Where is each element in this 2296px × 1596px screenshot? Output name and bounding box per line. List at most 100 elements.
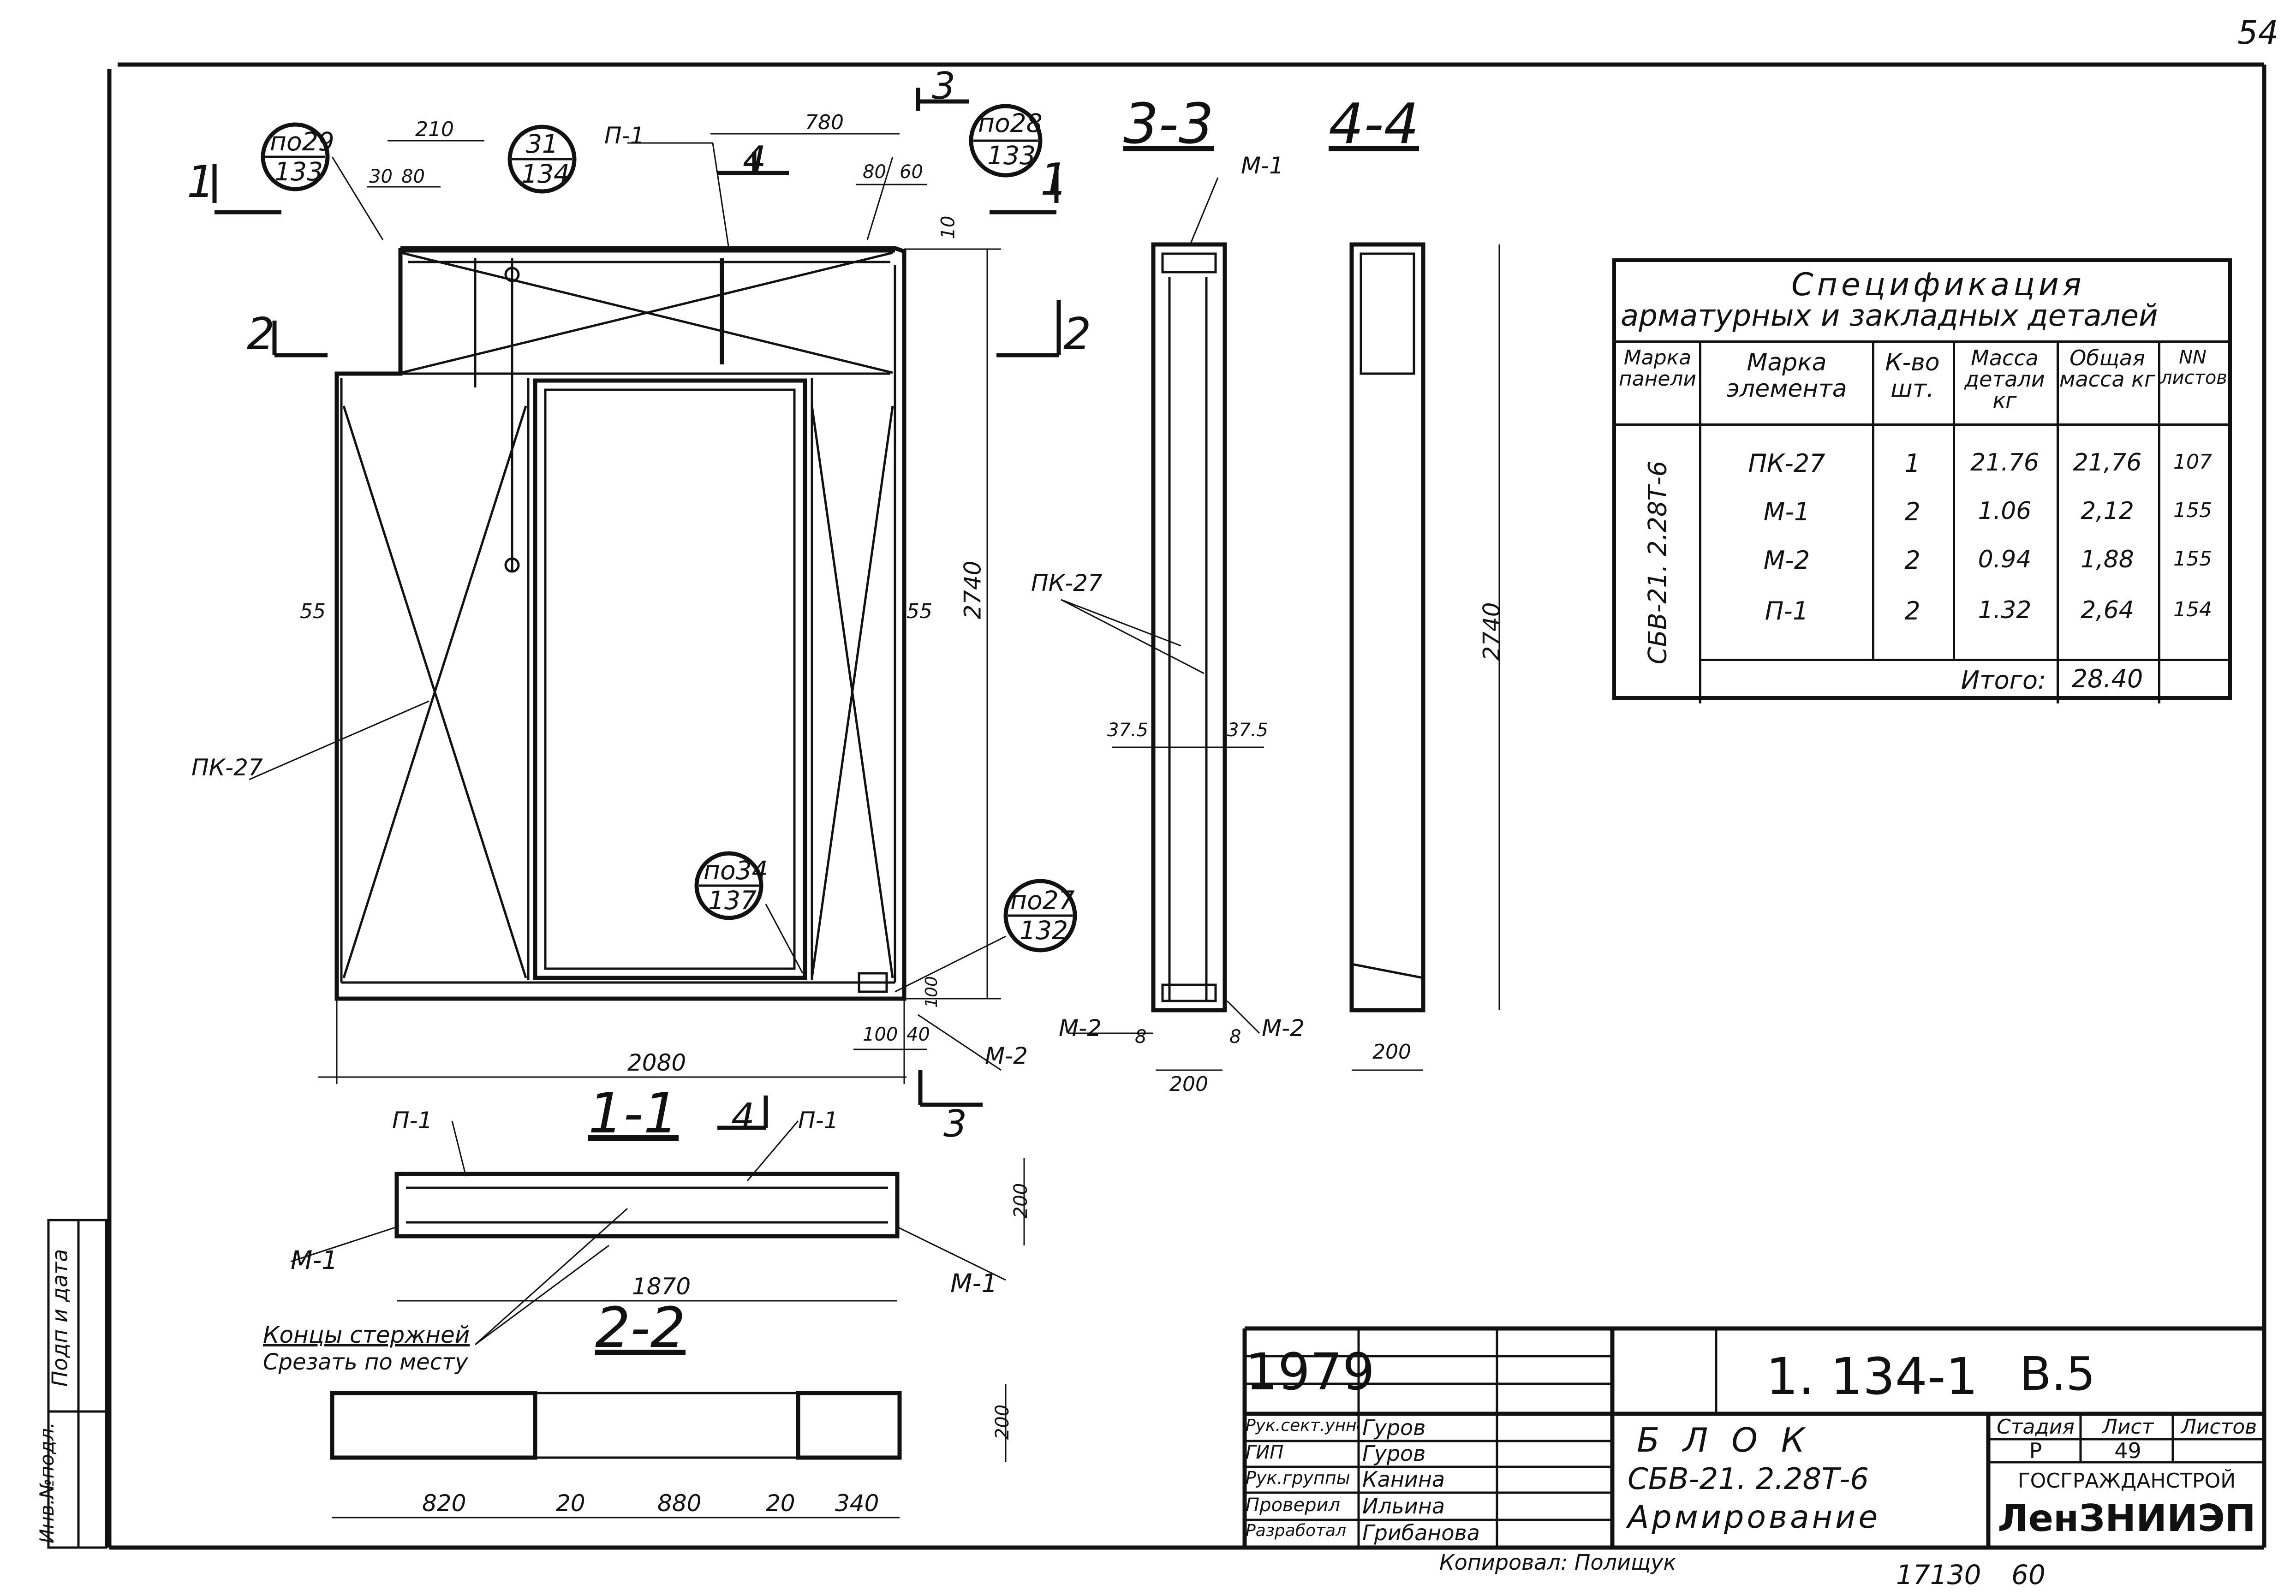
stamp-inv-no: Инв.№подл.	[36, 1422, 59, 1544]
label-m2-elevation: М-2	[985, 1042, 1028, 1069]
dim-37-5-left: 37.5	[1107, 720, 1149, 741]
spec-row-4-element: П-1	[1765, 596, 1809, 625]
dim-210: 210	[415, 118, 454, 141]
dim-10: 10	[937, 215, 959, 239]
role-5: Разработал	[1246, 1521, 1347, 1540]
section-1-1	[290, 1120, 1025, 1346]
section-mark-2-left: 2	[247, 309, 275, 360]
binding-stamp	[47, 1219, 107, 1549]
callout-34-top: по34	[704, 856, 768, 885]
dim-20-right: 20	[766, 1490, 795, 1517]
dim-60: 60	[900, 161, 923, 183]
section-mark-4-top: 4	[743, 138, 766, 181]
sheet-label: Лист	[2102, 1415, 2154, 1439]
front-elevation	[212, 88, 1061, 1130]
label-p1-section-right: П-1	[798, 1107, 839, 1134]
label-p1-section-left: П-1	[392, 1107, 433, 1134]
doc-title-2: СБВ-21. 2.28Т-6	[1628, 1462, 1869, 1496]
sheet-frame	[107, 62, 2266, 1550]
spec-row-2-total: 2,12	[2081, 497, 2134, 525]
spec-row-1-element: ПК-27	[1748, 449, 1825, 478]
section-4-4	[1349, 242, 1500, 1071]
sheets-label: Листов	[2181, 1415, 2257, 1439]
title-year: 1979	[1246, 1342, 1375, 1401]
spec-header-qty: К-во шт.	[1885, 349, 1940, 403]
dim-820: 820	[422, 1490, 466, 1517]
spec-row-2-mass: 1.06	[1978, 497, 2032, 525]
name-1: Гуров	[1362, 1415, 1426, 1440]
callout-28-bottom: 133	[987, 141, 1036, 170]
callout-circles	[261, 104, 1077, 953]
dim-340: 340	[835, 1490, 879, 1517]
dim-880: 880	[657, 1490, 702, 1517]
section-mark-3-top: 3	[932, 65, 955, 107]
label-m2-right: М-2	[1262, 1015, 1305, 1042]
specification-table: Спецификация арматурных и закладных дета…	[1612, 258, 2232, 703]
org-2: ЛенЗНИИЭП	[1998, 1497, 2256, 1540]
label-pk27-3-3: ПК-27	[1031, 570, 1103, 596]
section-mark-3-bottom: 3	[943, 1102, 967, 1145]
spec-row-4-total: 2,64	[2081, 596, 2134, 624]
label-m1-3-3: М-1	[1241, 152, 1284, 179]
section-mark-4-bottom: 4	[731, 1096, 755, 1138]
title-code: 1. 134-1	[1766, 1347, 1978, 1406]
section-mark-1-left: 1	[187, 157, 215, 208]
spec-header-panel: Марка панели	[1618, 346, 1697, 391]
spec-row-3-element: М-2	[1763, 546, 1810, 575]
footer-copied: Копировал: Полищук	[1439, 1550, 1676, 1575]
callout-31-top: 31	[526, 129, 558, 159]
spec-row-4-qty: 2	[1904, 596, 1920, 625]
spec-row-3-sheet: 155	[2173, 547, 2212, 571]
callout-29-bottom: 133	[274, 157, 323, 186]
spec-header-total-mass: Общая масса кг	[2059, 345, 2156, 392]
dim-2740-elevation: 2740	[959, 560, 986, 619]
name-4: Ильина	[1362, 1494, 1445, 1519]
dim-37-5-right: 37.5	[1227, 720, 1269, 741]
spec-row-1-qty: 1	[1904, 449, 1920, 478]
sheet-value: 49	[2114, 1438, 2141, 1463]
spec-header-mass: Масса детали кг	[1964, 345, 2045, 413]
dim-30: 30	[369, 166, 393, 187]
spec-row-3-qty: 2	[1904, 546, 1920, 575]
dim-2740-section: 2740	[1478, 602, 1505, 661]
spec-title-1: Спецификация	[1791, 267, 2085, 303]
footer-format: 60	[2011, 1559, 2046, 1590]
spec-row-3-mass: 0.94	[1978, 546, 2032, 573]
section-title-1-1: 1-1	[588, 1082, 679, 1146]
spec-header-element: Марка элемента	[1726, 349, 1847, 403]
footer-order-no: 17130	[1896, 1559, 1981, 1590]
note-cut-bars-2: Срезать по месту	[263, 1349, 468, 1375]
spec-row-4-sheet: 154	[2173, 598, 2212, 621]
dim-200-1-1: 200	[1010, 1183, 1032, 1219]
spec-title-2: арматурных и закладных деталей	[1621, 299, 2158, 333]
spec-header-sheets: NN листов	[2160, 347, 2227, 388]
role-4: Проверил	[1246, 1495, 1341, 1516]
spec-row-1-mass: 21.76	[1970, 449, 2039, 476]
label-pk27-elevation: ПК-27	[191, 754, 263, 781]
spec-panel-mark: СБВ-21. 2.28Т-6	[1643, 460, 1672, 665]
title-block: 1979 1. 134-1 В.5 Рук.сект.уннб ГИП Рук.…	[1245, 1328, 2264, 1548]
dim-20-left: 20	[556, 1490, 585, 1517]
dim-40: 40	[906, 1024, 930, 1045]
spec-row-2-qty: 2	[1904, 497, 1920, 526]
dim-8-right: 8	[1229, 1026, 1241, 1048]
role-2: ГИП	[1246, 1442, 1284, 1463]
section-title-2-2: 2-2	[595, 1296, 686, 1360]
page-number: 54	[2237, 14, 2279, 52]
dim-780: 780	[805, 111, 844, 134]
spec-row-3-total: 1,88	[2081, 546, 2134, 573]
dim-80-left: 80	[401, 166, 425, 187]
name-2: Гуров	[1362, 1441, 1426, 1466]
spec-total-value: 28.40	[2071, 664, 2143, 693]
section-3-3	[1061, 177, 1264, 1071]
label-p1-elevation: П-1	[604, 122, 645, 149]
note-cut-bars-1: Концы стержней	[263, 1322, 470, 1348]
section-mark-2-right: 2	[1063, 309, 1091, 360]
section-title-4-4: 4-4	[1329, 92, 1419, 156]
spec-row-1-total: 21,76	[2073, 449, 2142, 476]
spec-total-label: Итого:	[1961, 666, 2046, 695]
role-1: Рук.сект.уннб	[1246, 1416, 1359, 1435]
callout-29-top: по29	[270, 127, 334, 156]
section-title-3-3: 3-3	[1123, 92, 1214, 156]
